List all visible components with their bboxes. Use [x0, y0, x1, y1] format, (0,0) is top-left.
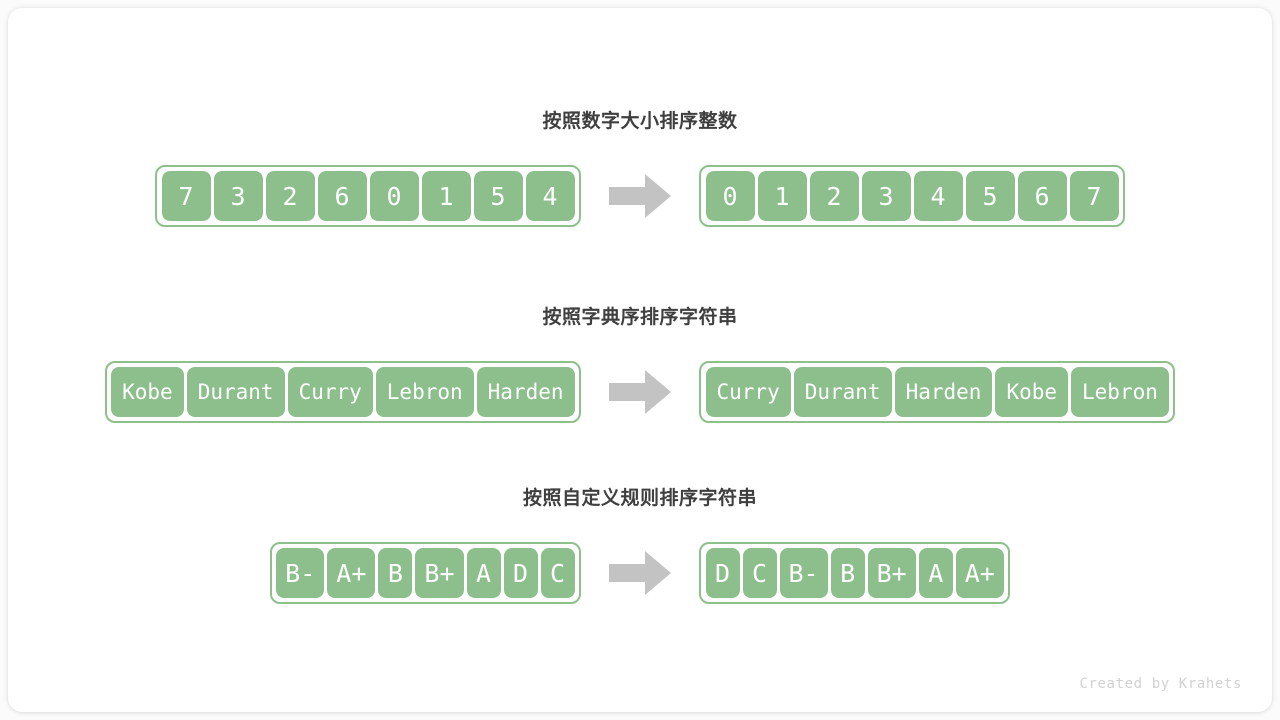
array-cell: Lebron — [375, 367, 474, 417]
array-cell: 5 — [965, 171, 1015, 221]
section-row: Kobe Durant Curry Lebron Harden Curry Du… — [8, 361, 1272, 423]
array-after: D C B- B B+ A A+ — [699, 542, 1011, 604]
array-cell: Curry — [287, 367, 373, 417]
array-cell: B+ — [415, 548, 464, 598]
array-cell: 0 — [705, 171, 755, 221]
array-cell: B- — [276, 548, 325, 598]
section-row: B- A+ B B+ A D C D C B- B B+ A A+ — [8, 542, 1272, 604]
array-cell: 3 — [213, 171, 263, 221]
array-cell: B+ — [867, 548, 916, 598]
array-cell: B- — [779, 548, 828, 598]
array-cell: A — [918, 548, 953, 598]
section-title: 按照自定义规则排序字符串 — [522, 488, 757, 509]
array-cell: 4 — [913, 171, 963, 221]
array-cell: Harden — [476, 367, 575, 417]
array-cell: Kobe — [111, 367, 184, 417]
array-cell: B — [830, 548, 865, 598]
right-arrow-icon — [609, 551, 671, 595]
array-cell: A — [466, 548, 501, 598]
array-cell: 3 — [861, 171, 911, 221]
section-sort-integers: 按照数字大小排序整数 7 3 2 6 0 1 5 4 0 1 2 3 — [8, 106, 1272, 227]
array-cell: B — [378, 548, 413, 598]
array-cell: 5 — [473, 171, 523, 221]
array-after: 0 1 2 3 4 5 6 7 — [699, 165, 1125, 227]
array-cell: D — [705, 548, 740, 598]
credit-text: Created by Krahets — [1079, 676, 1242, 692]
array-cell: 6 — [1017, 171, 1067, 221]
array-cell: C — [742, 548, 777, 598]
array-cell: Durant — [186, 367, 285, 417]
array-cell: Curry — [705, 367, 791, 417]
right-arrow-icon — [609, 370, 671, 414]
array-cell: 7 — [1069, 171, 1119, 221]
array-cell: 0 — [369, 171, 419, 221]
section-title: 按照数字大小排序整数 — [542, 111, 738, 132]
array-cell: 2 — [809, 171, 859, 221]
array-cell: 7 — [161, 171, 211, 221]
array-cell: D — [503, 548, 538, 598]
array-cell: 6 — [317, 171, 367, 221]
array-cell: Kobe — [995, 367, 1069, 417]
diagram-card: 按照数字大小排序整数 7 3 2 6 0 1 5 4 0 1 2 3 — [8, 8, 1272, 712]
array-cell: 4 — [525, 171, 575, 221]
array-cell: Lebron — [1071, 367, 1169, 417]
section-sort-strings-custom-rule: 按照自定义规则排序字符串 B- A+ B B+ A D C D C B- B — [8, 483, 1272, 604]
array-before: B- A+ B B+ A D C — [269, 542, 581, 604]
array-before: 7 3 2 6 0 1 5 4 — [155, 165, 581, 227]
array-after: Curry Durant Harden Kobe Lebron — [699, 361, 1176, 423]
array-cell: Durant — [793, 367, 892, 417]
array-cell: C — [540, 548, 575, 598]
section-title: 按照字典序排序字符串 — [542, 307, 738, 328]
section-row: 7 3 2 6 0 1 5 4 0 1 2 3 4 5 6 — [8, 165, 1272, 227]
array-before: Kobe Durant Curry Lebron Harden — [104, 361, 581, 423]
array-cell: A+ — [955, 548, 1004, 598]
array-cell: Harden — [894, 367, 993, 417]
right-arrow-icon — [609, 174, 671, 218]
section-sort-strings-lexicographic: 按照字典序排序字符串 Kobe Durant Curry Lebron Hard… — [8, 302, 1272, 423]
array-cell: A+ — [327, 548, 376, 598]
array-cell: 1 — [421, 171, 471, 221]
array-cell: 2 — [265, 171, 315, 221]
array-cell: 1 — [757, 171, 807, 221]
